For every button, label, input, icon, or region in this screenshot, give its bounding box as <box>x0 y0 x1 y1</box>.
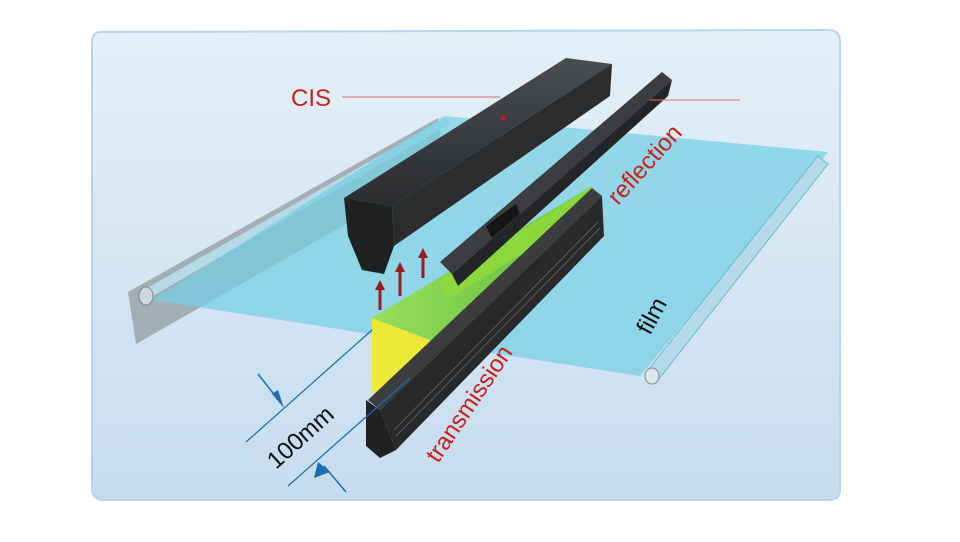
cis-label: CIS <box>291 85 331 112</box>
